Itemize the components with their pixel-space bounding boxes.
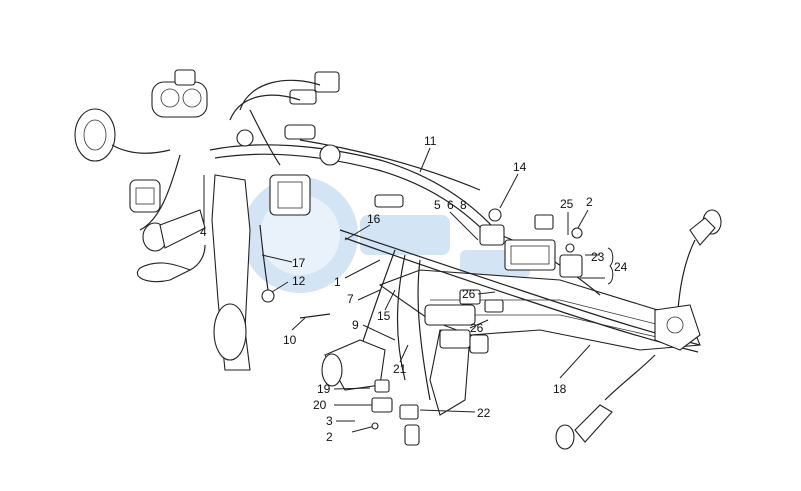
connector-block (371, 289, 504, 413)
callout-15: 15 (377, 309, 391, 323)
tail-light-cluster (654, 304, 701, 351)
callout-24: 24 (614, 260, 628, 274)
callout-20: 20 (313, 398, 327, 412)
callout-8: 8 (460, 198, 467, 212)
leader-lines (203, 147, 614, 422)
cable-loop (137, 244, 206, 283)
main-harness (139, 109, 701, 401)
rear-indicator-top (677, 209, 722, 311)
callout-1: 1 (334, 275, 341, 289)
switch-left (129, 179, 161, 213)
callout-7: 7 (347, 292, 354, 306)
regulator (559, 227, 583, 278)
callout-26-upper: 26 (462, 287, 476, 301)
callout-26-lower: 26 (470, 321, 484, 335)
callout-11: 11 (424, 134, 437, 148)
fuse-cluster (399, 404, 420, 446)
bolt-small (351, 422, 379, 433)
callout-5: 5 (434, 198, 441, 212)
callout-4: 4 (200, 225, 207, 239)
sensor-12 (259, 224, 275, 303)
callout-2-bottom: 2 (326, 430, 333, 444)
rear-indicator-bottom (555, 354, 656, 450)
callout-6: 6 (447, 198, 454, 212)
callout-10: 10 (283, 333, 297, 347)
callout-17: 17 (292, 256, 306, 270)
callout-21: 21 (393, 362, 407, 376)
top-connectors (229, 71, 404, 216)
relay-box (479, 208, 556, 271)
callout-16: 16 (367, 212, 381, 226)
rod-10 (299, 313, 331, 319)
starter-motor (321, 339, 386, 391)
callout-19: 19 (317, 382, 331, 396)
callout-3: 3 (326, 414, 333, 428)
callout-labels: 11 14 5 6 8 25 2 23 24 4 16 17 12 1 7 26… (200, 134, 628, 444)
callout-22: 22 (477, 406, 491, 420)
callout-9: 9 (352, 318, 359, 332)
callout-12: 12 (292, 274, 306, 288)
horn (74, 108, 171, 162)
callout-18: 18 (553, 382, 567, 396)
instrument-cluster (151, 69, 208, 118)
callout-14: 14 (513, 160, 527, 174)
grip-left (142, 209, 206, 252)
callout-2-top: 2 (586, 195, 593, 209)
bracket-left (211, 174, 251, 371)
frame (378, 269, 701, 416)
callout-23: 23 (591, 250, 605, 264)
callout-25: 25 (560, 197, 574, 211)
